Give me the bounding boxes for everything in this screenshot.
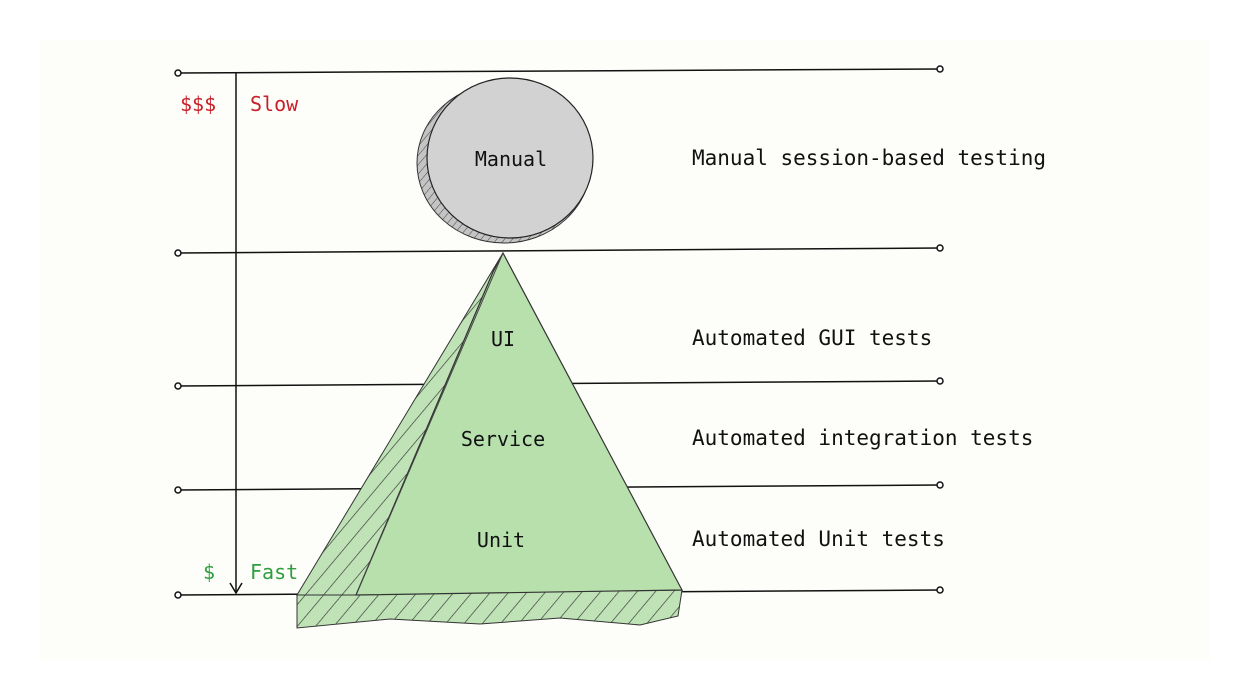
pyramid-front-face xyxy=(355,251,683,596)
layer-name-unit: Unit xyxy=(476,528,526,552)
layer-name-service: Service xyxy=(460,427,546,451)
line-endpoint xyxy=(174,249,182,257)
line-endpoint xyxy=(936,377,944,385)
layer-description-service: Automated integration tests xyxy=(692,426,1034,450)
line-endpoint xyxy=(936,244,944,252)
axis-arrowhead xyxy=(229,582,243,595)
line-endpoint xyxy=(174,382,182,390)
line-endpoint xyxy=(174,591,182,599)
line-endpoint xyxy=(936,586,944,594)
separator-line-2 xyxy=(177,247,941,254)
test-pyramid xyxy=(296,251,683,629)
layer-name-ui: UI xyxy=(490,327,516,351)
sphere-body xyxy=(426,77,594,239)
line-endpoint xyxy=(174,486,182,494)
layer-description-ui: Automated GUI tests xyxy=(692,326,933,350)
axis-bottom-cost-label: $ xyxy=(203,560,216,584)
manual-sphere xyxy=(416,77,594,244)
layer-name-manual: Manual xyxy=(474,147,548,171)
axis-top-cost-label: $$$ xyxy=(180,92,217,116)
separator-line-1 xyxy=(177,68,941,74)
layer-description-manual: Manual session-based testing xyxy=(692,146,1047,170)
line-endpoint xyxy=(174,69,182,77)
line-endpoint xyxy=(936,65,944,73)
layer-description-unit: Automated Unit tests xyxy=(692,527,945,551)
line-endpoint xyxy=(936,481,944,489)
pyramid-base-hatch xyxy=(296,589,683,629)
cost-speed-axis xyxy=(229,73,243,595)
axis-top-speed-label: Slow xyxy=(250,92,299,116)
axis-bottom-speed-label: Fast xyxy=(250,560,299,584)
